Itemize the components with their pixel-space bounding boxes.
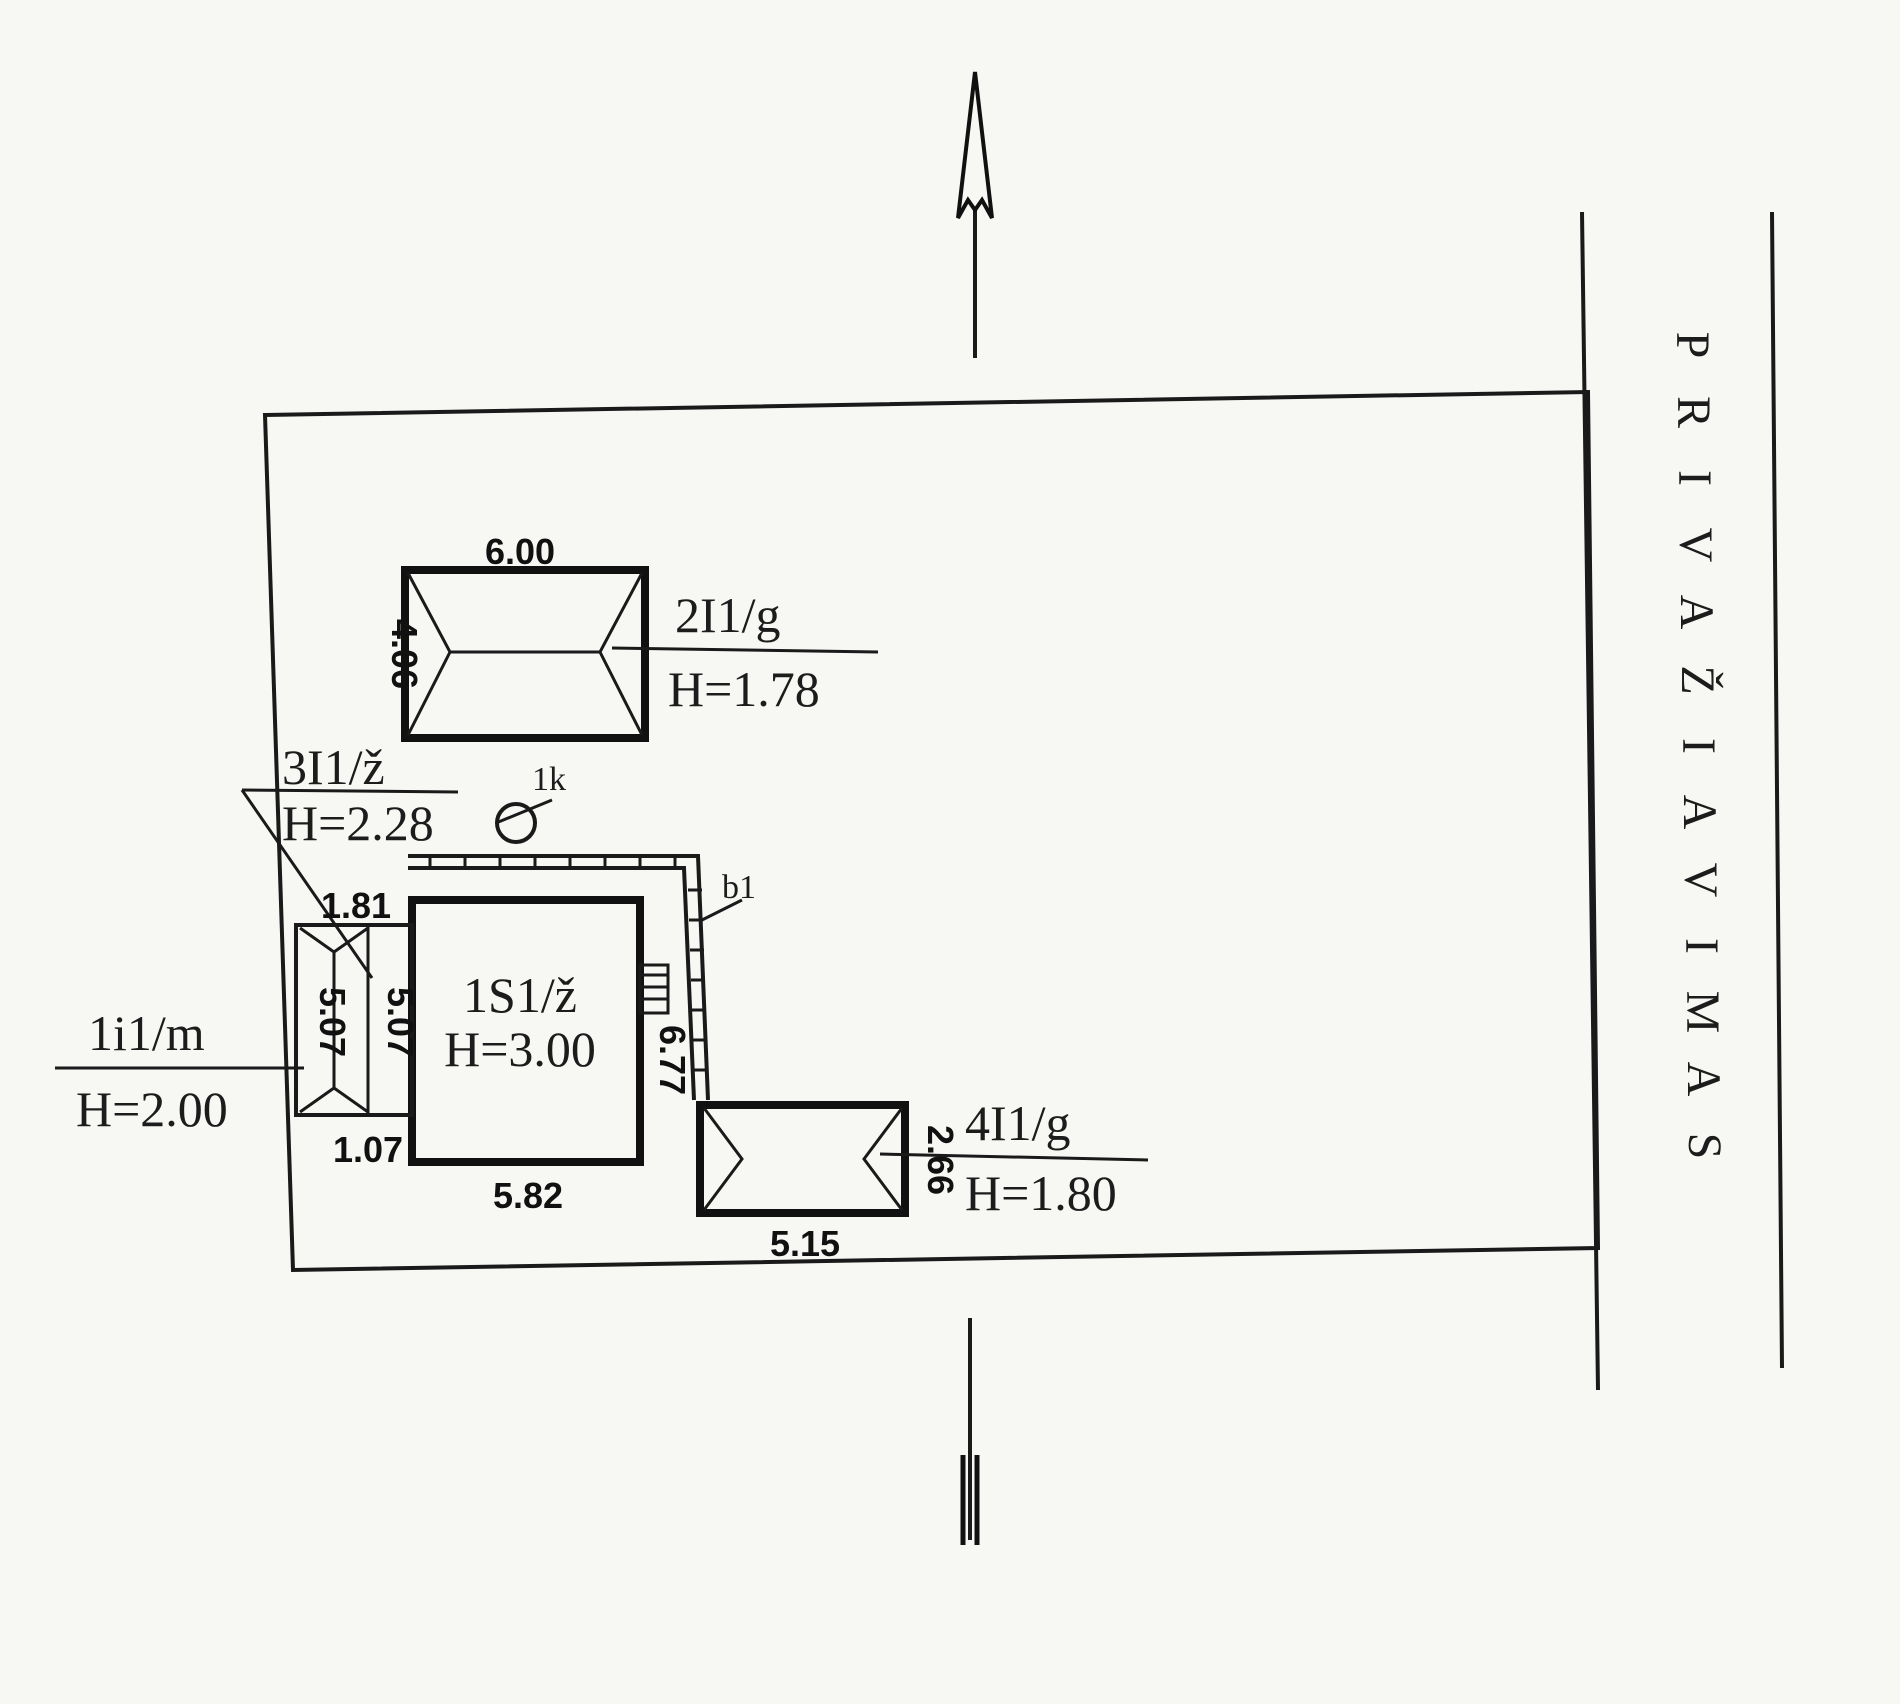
building-2: 6.00 4.06 2I1/g H=1.78 — [384, 531, 879, 742]
road-letter: V — [1674, 863, 1727, 898]
building-code-label: 4I1/g — [965, 1095, 1071, 1151]
road-line-outer — [1770, 211, 1784, 1369]
road-letter: R — [1667, 396, 1720, 428]
fence: b1 — [408, 854, 756, 1101]
building-height-label: H=1.80 — [965, 1165, 1117, 1221]
dimension-label: 2.66 — [920, 1125, 961, 1195]
well-label: 1k — [532, 761, 566, 798]
building-height-label: H=2.00 — [76, 1081, 228, 1137]
building-height-label: H=3.00 — [444, 1021, 596, 1077]
road-letter: A — [1670, 595, 1723, 630]
well-icon: 1k — [495, 761, 566, 844]
dimension-label: 1.81 — [321, 885, 391, 926]
dimension-label: 4.06 — [384, 619, 425, 689]
dimension-label: 5.82 — [493, 1175, 563, 1216]
dimension-label: 1.07 — [333, 1129, 403, 1170]
road-letter: I — [1668, 470, 1721, 486]
building-4: 5.15 2.66 4I1/g H=1.80 — [696, 1095, 1149, 1264]
building-3: 3I1/ž H=2.28 — [240, 739, 459, 979]
dimension-label: 5.07 — [380, 987, 421, 1057]
building-code-label: 1S1/ž — [463, 967, 577, 1023]
section-marker-icon — [960, 1318, 980, 1545]
dimension-label: 6.00 — [485, 531, 555, 572]
road-letter: M — [1676, 991, 1729, 1034]
fence-label: b1 — [722, 869, 756, 906]
building-code-label: 2I1/g — [675, 587, 781, 643]
dimension-label: 5.15 — [770, 1223, 840, 1264]
building-i1: 1i1/m H=2.00 — [55, 1005, 304, 1137]
building-height-label: H=2.28 — [282, 795, 434, 851]
road-letter: I — [1672, 738, 1725, 754]
road-letter: V — [1669, 528, 1722, 563]
north-arrow-icon — [956, 71, 994, 358]
road-label: P R I V A Ž I A V I M A S — [1666, 332, 1731, 1160]
dimension-label: 5.07 — [312, 987, 353, 1057]
building-code-label: 3I1/ž — [282, 739, 385, 795]
road-letter: S — [1678, 1133, 1731, 1160]
road-letter: A — [1673, 795, 1726, 830]
building-code-label: 1i1/m — [88, 1005, 205, 1061]
road-line-inner — [1580, 211, 1600, 1391]
building-height-label: H=1.78 — [668, 661, 820, 717]
road-letter: P — [1666, 332, 1719, 359]
dimension-label: 6.77 — [652, 1025, 693, 1095]
road-letter: I — [1675, 938, 1728, 954]
road-letter: A — [1677, 1062, 1730, 1097]
road-letter: Ž — [1671, 665, 1724, 694]
building-extension: 1.81 5.07 5.07 1.07 — [294, 885, 421, 1170]
building-1: 1S1/ž H=3.00 5.82 6.77 — [408, 896, 693, 1216]
